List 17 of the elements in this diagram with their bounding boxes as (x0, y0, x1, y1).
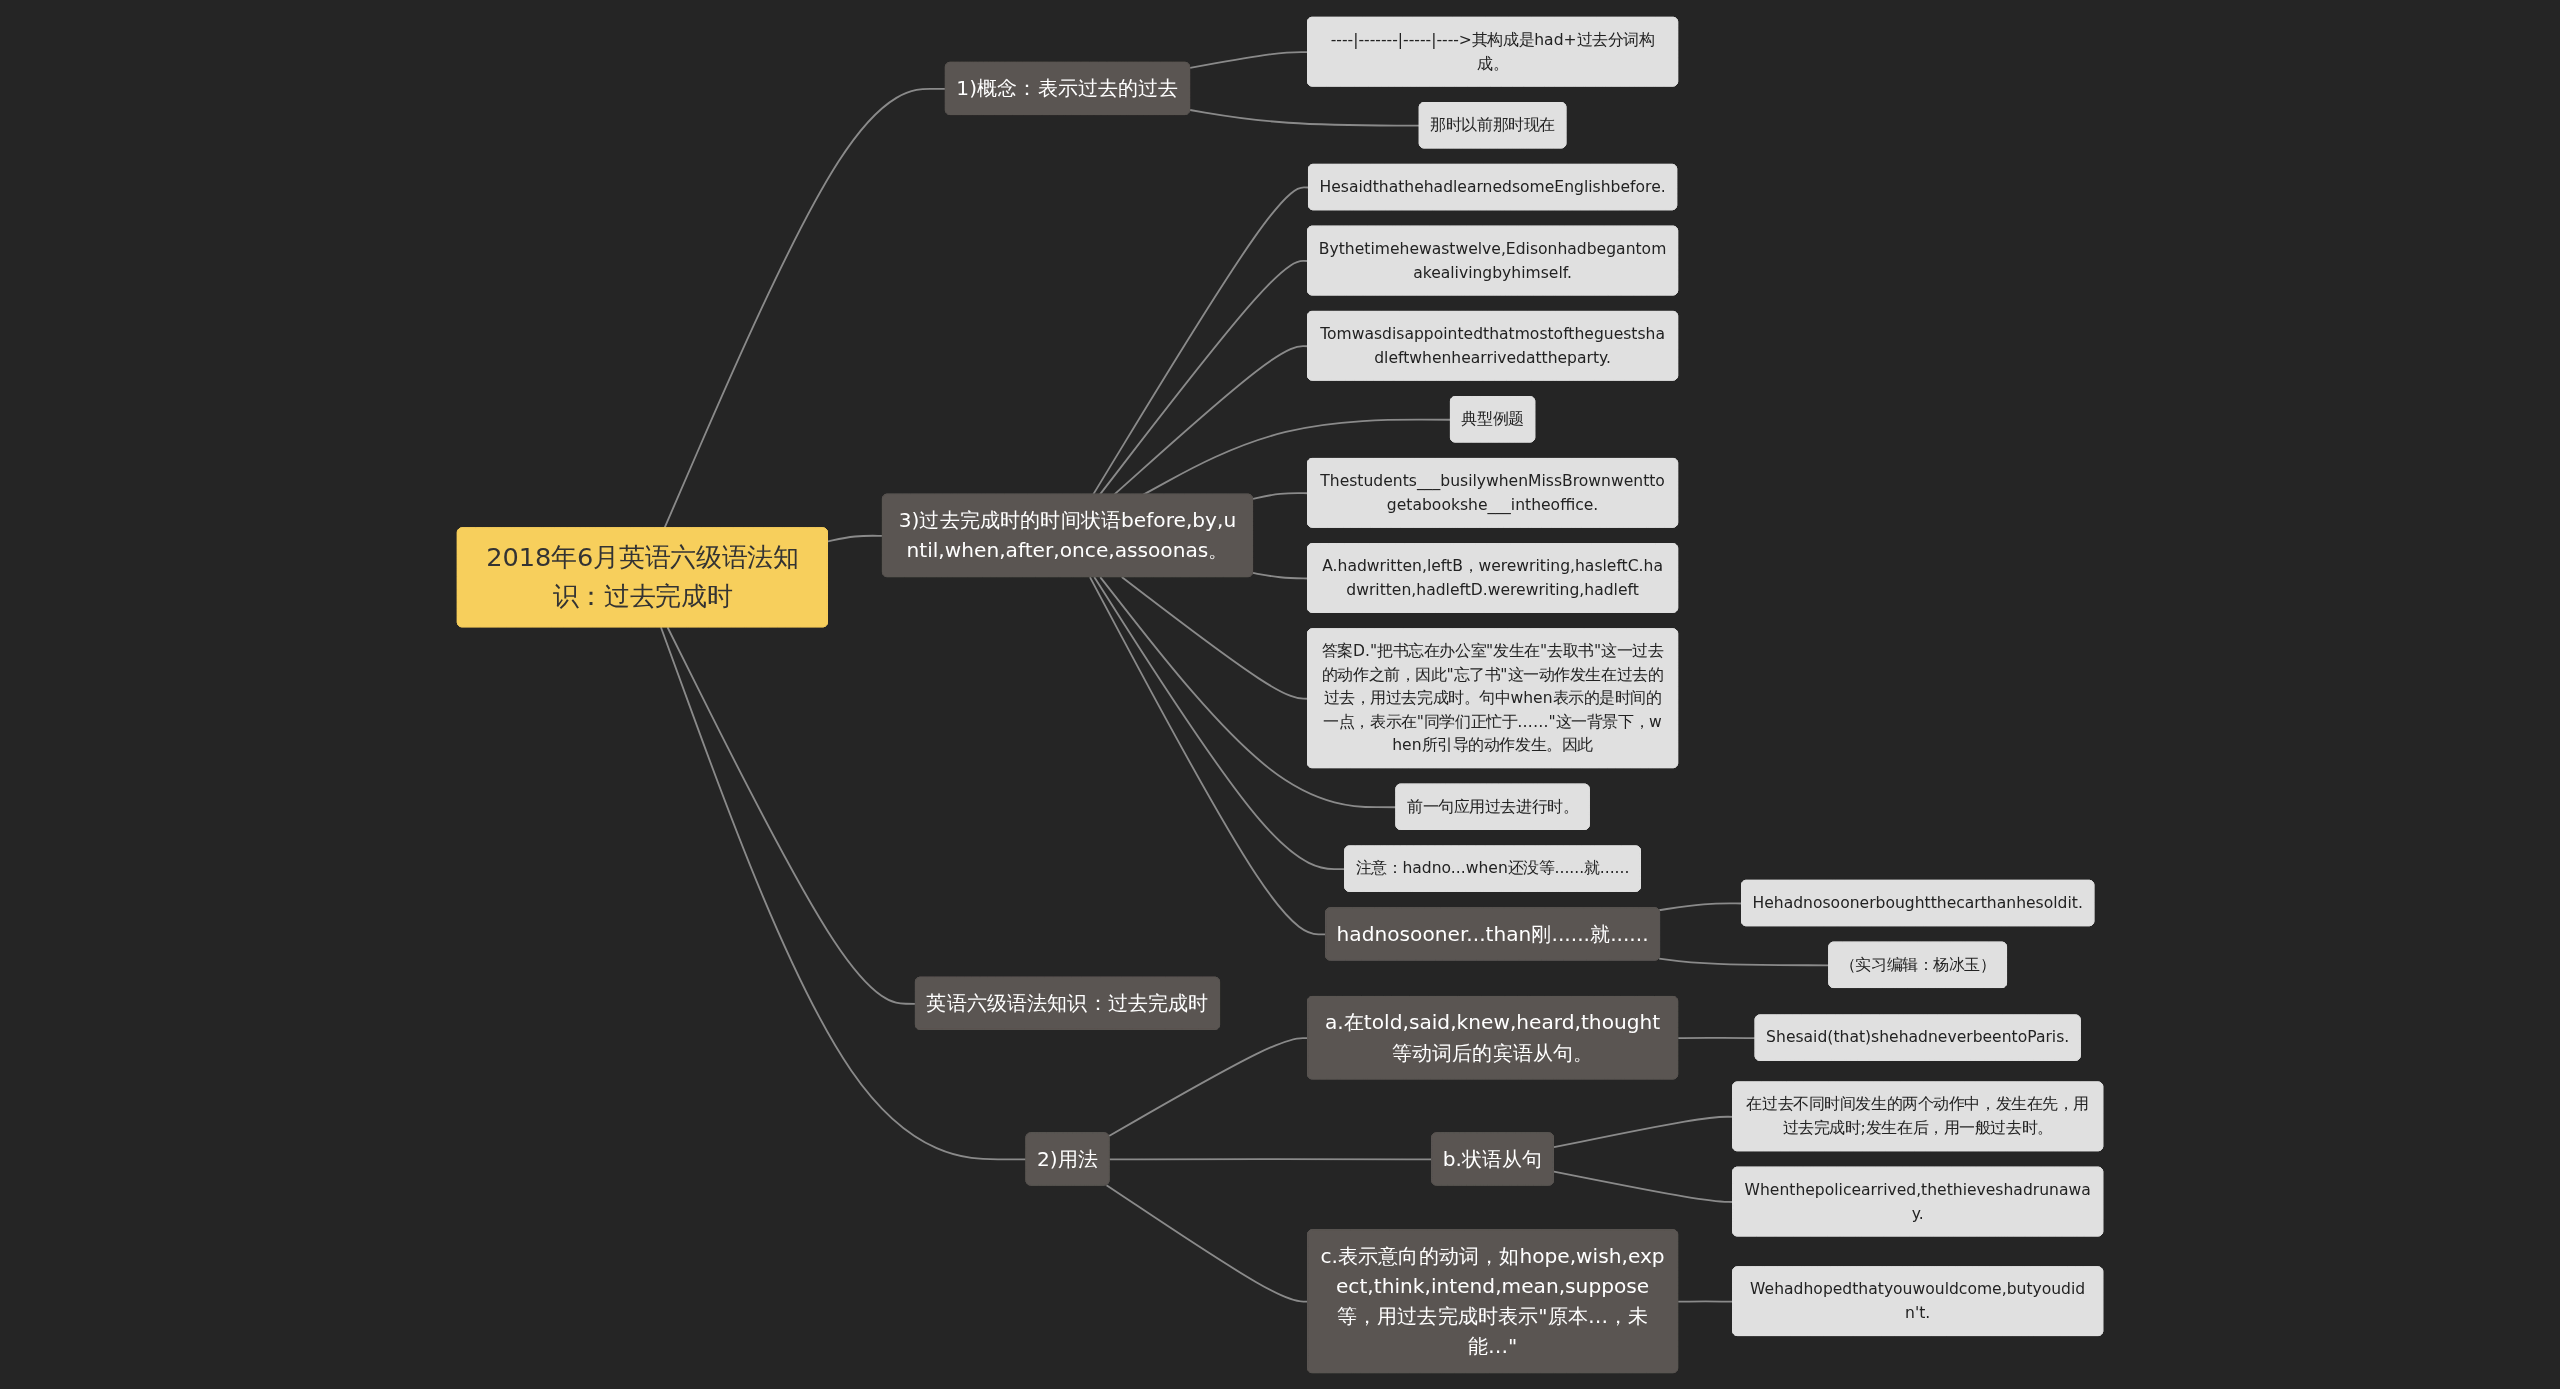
connector (1108, 1036, 1309, 1137)
connector (1189, 50, 1309, 69)
connector (1189, 108, 1421, 127)
connector (1088, 575, 1327, 935)
connector (1677, 1299, 1734, 1303)
connector (1108, 1157, 1433, 1160)
connector (1658, 901, 1743, 911)
connector (1252, 571, 1309, 579)
connector (663, 87, 947, 529)
connector (1120, 575, 1309, 700)
connector (1677, 1036, 1757, 1039)
connector (1553, 1170, 1734, 1203)
connector (1553, 1115, 1734, 1148)
connector (1105, 1183, 1309, 1303)
connector (666, 625, 917, 1005)
connector (1252, 491, 1309, 500)
connector (826, 534, 884, 542)
